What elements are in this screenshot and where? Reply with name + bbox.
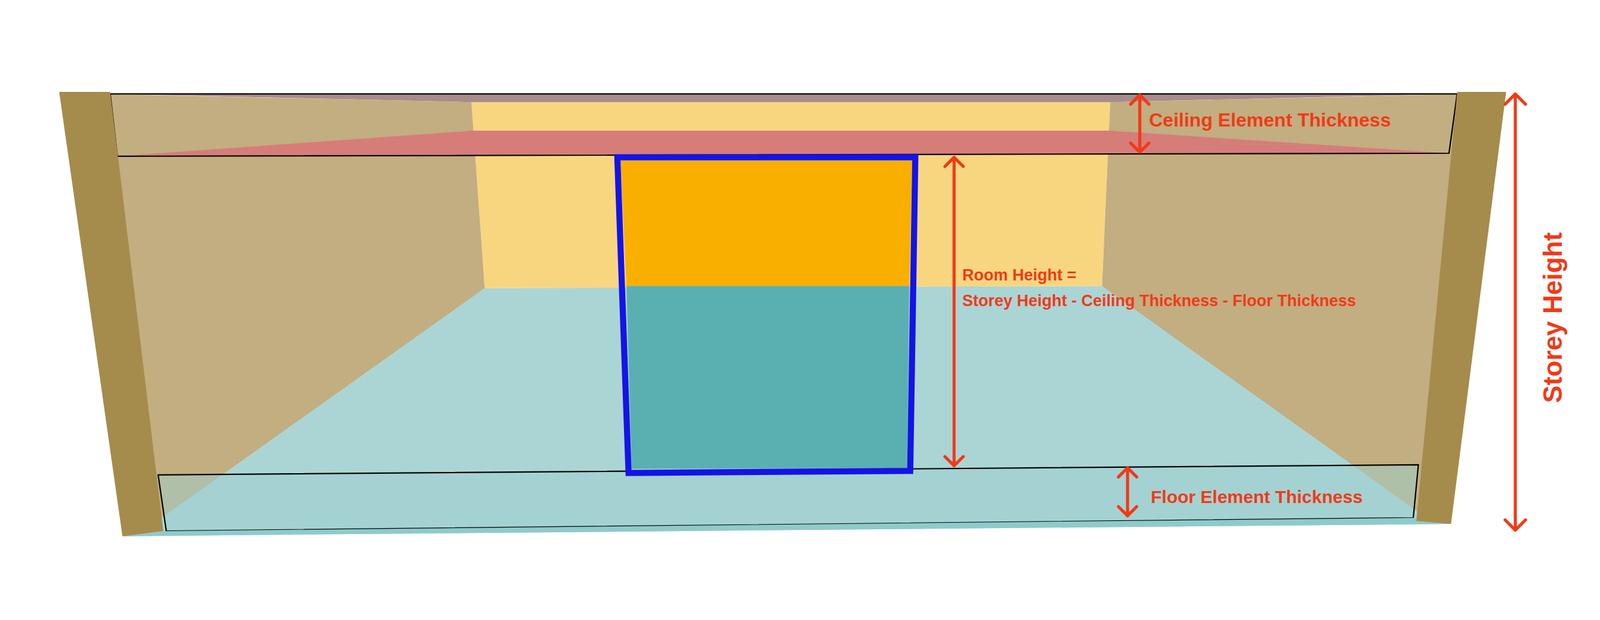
dimension-label: Storey Height bbox=[1538, 232, 1568, 403]
dimension-label: Floor Element Thickness bbox=[1150, 486, 1363, 507]
ceiling-slab bbox=[110, 93, 1458, 156]
dimension-label: Ceiling Element Thickness bbox=[1148, 109, 1391, 131]
opening-frame bbox=[617, 157, 916, 474]
floor-slab-edge bbox=[122, 517, 1451, 537]
back-wall bbox=[471, 102, 1111, 289]
formula-label: Storey Height - Ceiling Thickness - Floo… bbox=[962, 292, 1357, 311]
opening-upper bbox=[620, 160, 913, 287]
outer-wall-right bbox=[1416, 91, 1507, 524]
ceiling-top bbox=[110, 93, 1458, 103]
floor-dimension-arrow bbox=[1118, 467, 1138, 516]
storey-height-arrow bbox=[1505, 93, 1526, 530]
opening-lower bbox=[626, 285, 910, 469]
outer-wall-left bbox=[59, 91, 163, 537]
ceiling-dimension-arrow bbox=[1130, 94, 1149, 153]
formula-label: Room Height = bbox=[962, 266, 1077, 285]
ceiling-underside bbox=[117, 130, 1450, 157]
room-height-arrow bbox=[944, 157, 964, 466]
